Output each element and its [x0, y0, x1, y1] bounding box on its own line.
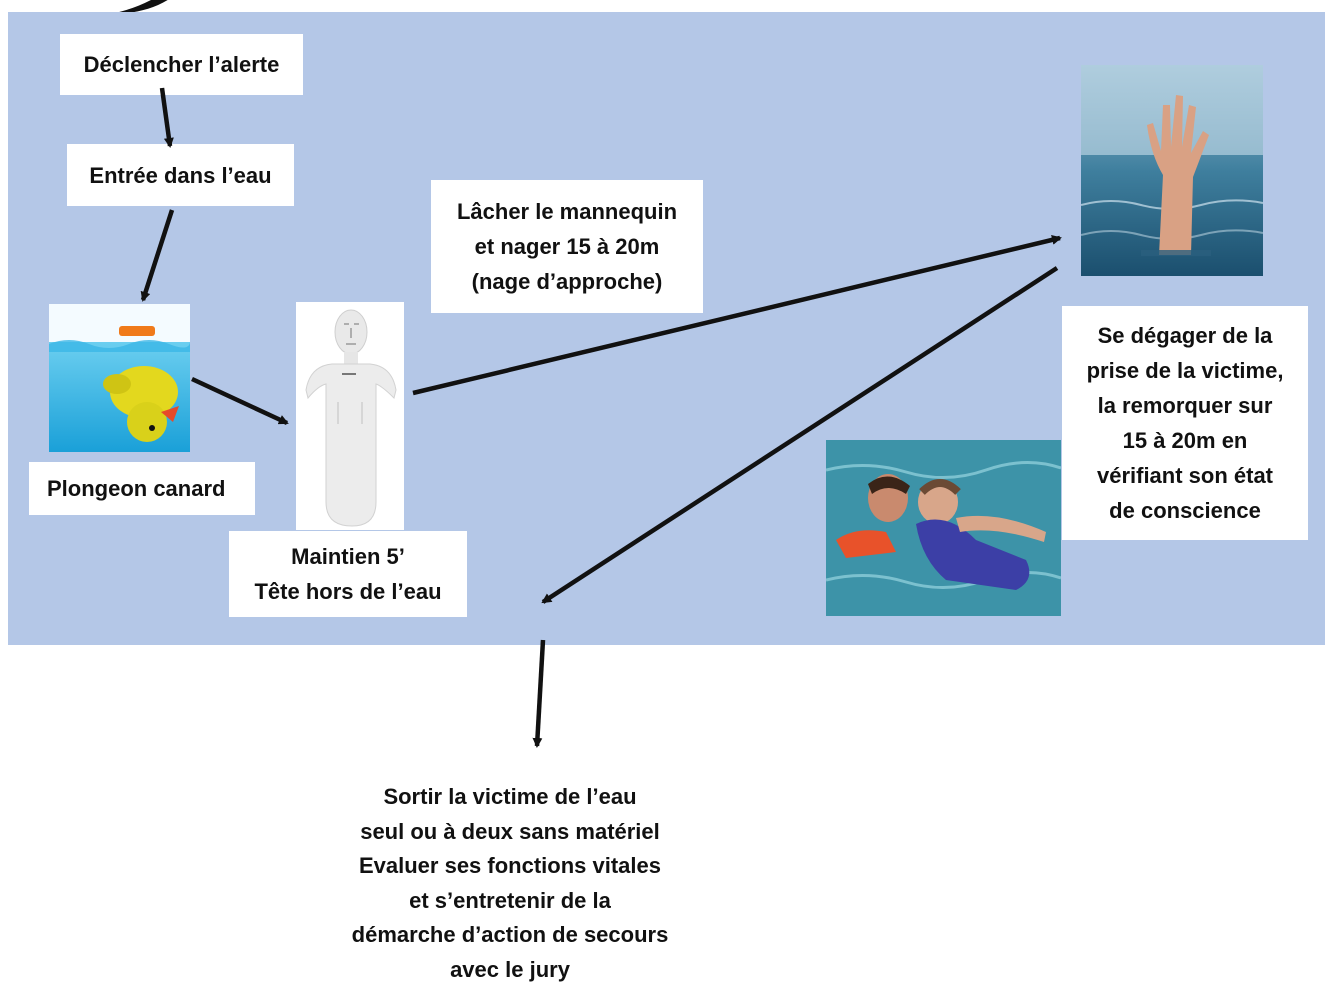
- step-sortir-victime: Sortir la victime de l’eau seul ou à deu…: [351, 784, 669, 982]
- arrow-exit-down: [532, 639, 546, 748]
- step-lacher-mannequin: Lâcher le mannequin et nager 15 à 20m (n…: [431, 180, 703, 313]
- decorative-curve-shape: [110, 0, 168, 14]
- rubber-duck-image: [49, 304, 190, 452]
- step-degager-victime: Se dégager de la prise de la victime, la…: [1062, 306, 1308, 540]
- step-declencher-alerte: Déclencher l’alerte: [60, 34, 303, 95]
- drowning-hand-image: [1081, 65, 1263, 276]
- arrow-victim-to-exit: [541, 266, 1059, 604]
- arrow-mannequin-to-victim: [412, 235, 1062, 396]
- arrow-entree-to-plongeon: [140, 209, 175, 302]
- arrow-alerte-to-entree: [159, 87, 174, 148]
- rescue-mannequin-image: [296, 302, 404, 530]
- step-entree-eau: Entrée dans l’eau: [67, 144, 294, 206]
- step-plongeon-canard: Plongeon canard: [29, 462, 255, 515]
- arrow-duck-to-mannequin: [191, 376, 289, 426]
- step-maintien: Maintien 5’ Tête hors de l’eau: [229, 531, 467, 617]
- victim-towing-image: [826, 440, 1061, 616]
